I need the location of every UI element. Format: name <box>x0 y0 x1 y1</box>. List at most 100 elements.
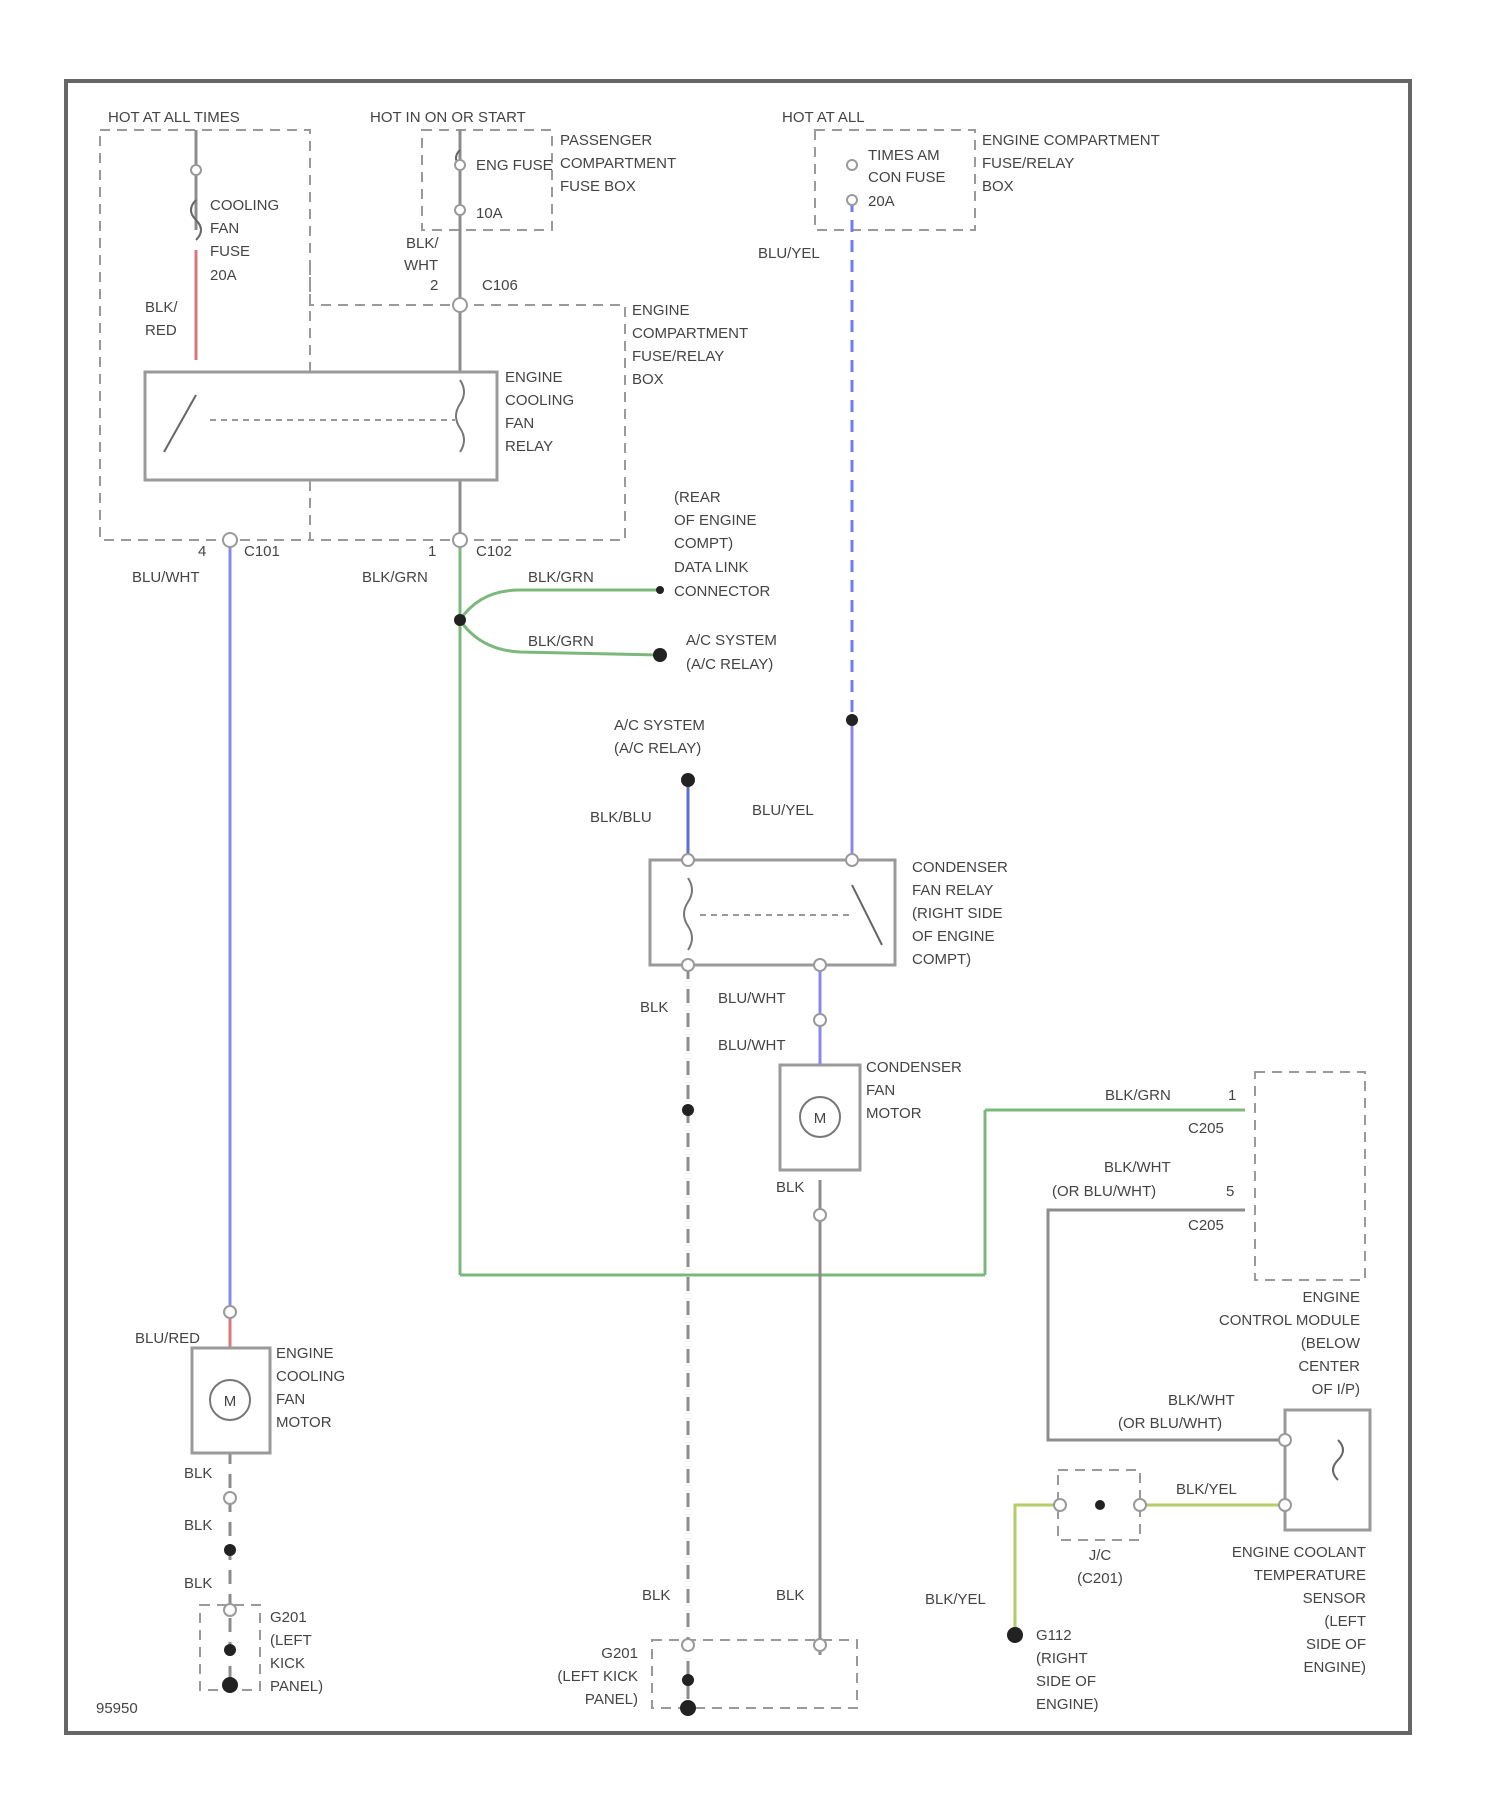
condenser-motor-symbol: M <box>814 1110 827 1127</box>
cooling-fan-fuse-line-2: FAN <box>210 220 239 237</box>
condenser-relay-box <box>650 860 895 965</box>
engine-box-mid-line-4: BOX <box>632 371 664 388</box>
splice-dot <box>1095 1500 1105 1510</box>
connector-c106: C106 <box>482 277 518 294</box>
wire-label-blk-g2: BLK <box>776 1587 804 1604</box>
dlc-line-1: (REAR <box>674 489 721 506</box>
cooling-fan-fuse-line-4: 20A <box>210 267 237 284</box>
wire-label-blk-grn-ecm: BLK/GRN <box>1105 1087 1171 1104</box>
ecm-line-3: (BELOW <box>1301 1335 1361 1352</box>
wire-label-blu-yel-top: BLU/YEL <box>758 245 820 262</box>
ground-left-line-1: G201 <box>270 1609 307 1626</box>
connector-c102: C102 <box>476 543 512 560</box>
ground-kick-panel-box <box>652 1640 857 1708</box>
wire-label-blk-red-2: RED <box>145 322 177 339</box>
wire-label-blu-wht-1: BLU/WHT <box>718 990 786 1007</box>
ground-middle-line-2: (LEFT KICK <box>557 1668 638 1685</box>
connector-c101: C101 <box>244 543 280 560</box>
condenser-relay-line-2: FAN RELAY <box>912 882 993 899</box>
wire-label-blk-relay: BLK <box>640 999 668 1016</box>
terminal <box>1134 1499 1146 1511</box>
splice-dot <box>224 1644 236 1656</box>
connector-c205b: C205 <box>1188 1217 1224 1234</box>
source-hot-on-start: HOT IN ON OR START <box>370 109 526 126</box>
timer-fuse-line-2: CON FUSE <box>868 169 946 186</box>
condenser-relay-line-1: CONDENSER <box>912 859 1008 876</box>
passenger-box-line-2: COMPARTMENT <box>560 155 676 172</box>
ground-left-line-3: KICK <box>270 1655 305 1672</box>
cooling-fan-fuse-line-1: COOLING <box>210 197 279 214</box>
terminal <box>847 195 857 205</box>
coolant-sensor-line-2: TEMPERATURE <box>1254 1567 1366 1584</box>
coolant-sensor-line-3: SENSOR <box>1303 1590 1367 1607</box>
condenser-motor-line-1: CONDENSER <box>866 1059 962 1076</box>
ground-dot <box>680 1700 696 1716</box>
terminal <box>682 959 694 971</box>
wire-label-blu-wht-left: BLU/WHT <box>132 569 200 586</box>
wire-label-blk-cond: BLK <box>776 1179 804 1196</box>
ac-relay-top-line-2: (A/C RELAY) <box>614 740 701 757</box>
wire-label-blk-yel-ground: BLK/YEL <box>925 1591 986 1608</box>
ac-relay-right-line-1: A/C SYSTEM <box>686 632 777 649</box>
ac-relay-right-line-2: (A/C RELAY) <box>686 656 773 673</box>
connector-c205a: C205 <box>1188 1120 1224 1137</box>
pin-label: 1 <box>428 543 436 560</box>
coolant-sensor-line-1: ENGINE COOLANT <box>1232 1544 1366 1561</box>
timer-fuse-line-3: 20A <box>868 193 895 210</box>
ground-left-line-4: PANEL) <box>270 1678 323 1695</box>
terminal <box>455 205 465 215</box>
timer-fuse-line-1: TIMES AM <box>868 147 940 164</box>
ac-relay-arrow <box>653 648 667 662</box>
engine-box-mid-line-1: ENGINE <box>632 302 690 319</box>
condenser-relay-line-5: COMPT) <box>912 951 971 968</box>
source-hot-all-times: HOT AT ALL TIMES <box>108 109 240 126</box>
wire-blk-yel-ground <box>1015 1505 1060 1635</box>
condenser-relay-line-3: (RIGHT SIDE <box>912 905 1003 922</box>
engine-fuse-line-1: ENG FUSE <box>476 157 553 174</box>
condenser-motor-line-2: FAN <box>866 1082 895 1099</box>
ground-middle-line-3: PANEL) <box>585 1691 638 1708</box>
diagram-id: 95950 <box>96 1700 138 1717</box>
splice-dot <box>682 1674 694 1686</box>
dlc-line-3: COMPT) <box>674 535 733 552</box>
dlc-line-5: CONNECTOR <box>674 583 771 600</box>
ground-right-line-3: SIDE OF <box>1036 1673 1096 1690</box>
terminal <box>814 1014 826 1026</box>
ecm-line-1: ENGINE <box>1302 1289 1360 1306</box>
ground-middle-line-1: G201 <box>601 1645 638 1662</box>
engine-box-mid-line-2: COMPARTMENT <box>632 325 748 342</box>
ground-left-line-2: (LEFT <box>270 1632 312 1649</box>
terminal <box>847 160 857 170</box>
wire-label-blk-wht-1: BLK/ <box>406 235 439 252</box>
terminal <box>223 533 237 547</box>
terminal <box>1054 1499 1066 1511</box>
cooling-relay-line-2: COOLING <box>505 392 574 409</box>
dlc-line-4: DATA LINK <box>674 559 748 576</box>
wire-label-or-blu-wht-1: (OR BLU/WHT) <box>1052 1183 1156 1200</box>
engine-box-right-line-2: FUSE/RELAY <box>982 155 1074 172</box>
cooling-relay-line-4: RELAY <box>505 438 553 455</box>
wire-label-blk-red-1: BLK/ <box>145 299 178 316</box>
terminal <box>224 1306 236 1318</box>
ac-relay-top-line-1: A/C SYSTEM <box>614 717 705 734</box>
terminal <box>224 1604 236 1616</box>
passenger-box-line-3: FUSE BOX <box>560 178 636 195</box>
wire-label-blk-blu: BLK/BLU <box>590 809 652 826</box>
terminal <box>682 854 694 866</box>
wire-label-blk-fan3: BLK <box>184 1575 212 1592</box>
pin-label: 4 <box>198 543 206 560</box>
wire-label-blk-yel-sensor: BLK/YEL <box>1176 1481 1237 1498</box>
wire-label-blu-yel-relay: BLU/YEL <box>752 802 814 819</box>
coolant-sensor-box <box>1285 1410 1370 1530</box>
cooling-relay-line-3: FAN <box>505 415 534 432</box>
terminal <box>1279 1499 1291 1511</box>
terminal <box>1279 1434 1291 1446</box>
terminal <box>453 533 467 547</box>
passenger-box-line-1: PASSENGER <box>560 132 652 149</box>
pin-label: 1 <box>1228 1087 1236 1104</box>
cooling-motor-line-1: ENGINE <box>276 1345 334 1362</box>
coolant-sensor-line-4: (LEFT <box>1324 1613 1366 1630</box>
wire-blk-grn-dlc <box>460 590 660 620</box>
pin-label: 2 <box>430 277 438 294</box>
